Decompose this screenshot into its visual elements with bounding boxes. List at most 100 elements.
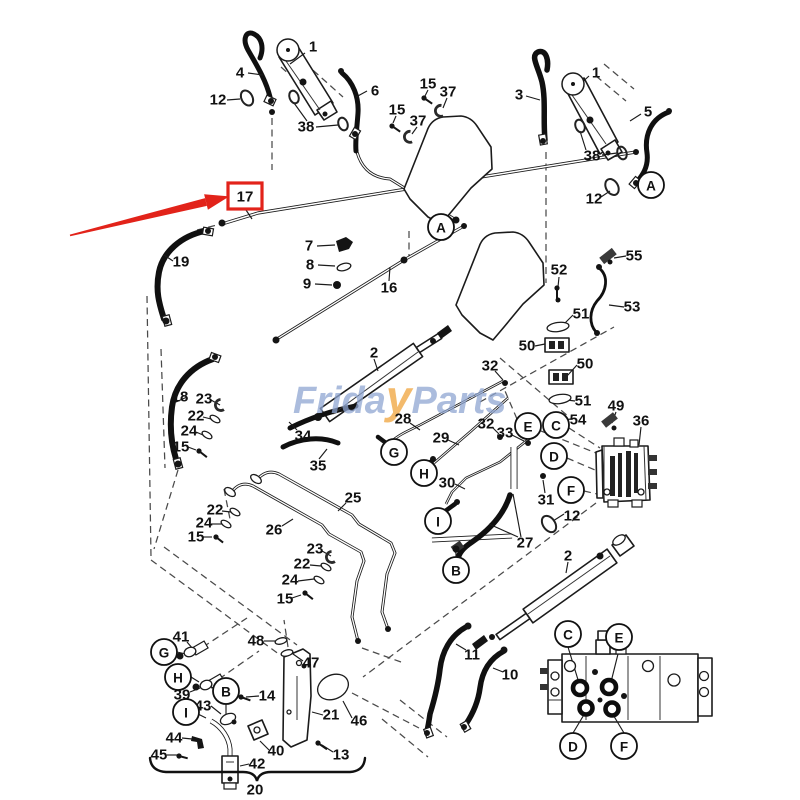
part-number-label: 36 xyxy=(633,413,650,430)
dashed-reference-line xyxy=(153,469,179,550)
o-ring-part xyxy=(239,89,255,107)
part-number-label: 24 xyxy=(181,423,198,440)
leader-line xyxy=(292,653,304,662)
dashed-reference-line xyxy=(381,718,429,758)
connection-callout-letter: C xyxy=(563,628,573,643)
component-outline xyxy=(316,100,338,121)
connection-callout-letter: B xyxy=(221,685,231,700)
round-part xyxy=(316,673,350,701)
component-outline xyxy=(548,369,574,385)
leader-line xyxy=(289,52,306,65)
fitting-bead xyxy=(301,663,307,669)
fitting-bead xyxy=(212,354,218,360)
leader-line xyxy=(608,304,625,308)
round-part xyxy=(199,679,213,691)
fitting-bead xyxy=(502,380,508,386)
component-outline xyxy=(221,755,239,784)
part-number-label: 24 xyxy=(282,572,299,589)
leader-line xyxy=(392,115,397,124)
leader-line xyxy=(388,266,391,282)
fitting-bead xyxy=(355,638,361,644)
fitting-part xyxy=(626,451,631,497)
hydraulic-hose xyxy=(167,356,216,462)
part-number-label: 40 xyxy=(268,743,285,760)
washer-part xyxy=(548,393,572,405)
part-number-label: 32 xyxy=(478,416,495,433)
fitting-bead xyxy=(174,460,182,468)
leader-line xyxy=(318,448,328,460)
round-part xyxy=(612,534,626,546)
leader-line xyxy=(245,695,260,698)
leader-line xyxy=(210,705,222,715)
clamp-part xyxy=(325,550,336,564)
dashed-reference-line xyxy=(595,75,627,102)
washer-part xyxy=(229,507,241,517)
fitting-bead xyxy=(594,330,600,336)
leader-line xyxy=(311,711,324,716)
hydraulic-tube-inner xyxy=(230,483,365,642)
part-number-label: 12 xyxy=(210,92,227,109)
fitting-part xyxy=(562,373,568,381)
detail-circle xyxy=(637,488,645,496)
part-number-label: 20 xyxy=(247,782,264,799)
highlight-leader xyxy=(245,209,253,220)
leader-line xyxy=(187,446,197,451)
valve-port xyxy=(577,699,595,717)
part-number-label: 24 xyxy=(196,515,213,532)
connection-callout-circle xyxy=(424,507,452,535)
connection-callout-letter: E xyxy=(523,420,532,435)
hydraulic-tube-inner xyxy=(356,151,457,221)
leader-line xyxy=(409,422,421,431)
fitting-bead xyxy=(586,116,594,124)
fitting-bead xyxy=(231,719,237,725)
dark-part xyxy=(437,325,452,339)
fitting-bead xyxy=(352,131,358,137)
part-number-label: 38 xyxy=(584,148,601,165)
fitting-bead xyxy=(400,256,408,264)
part-number-label: 22 xyxy=(207,502,224,519)
fitting-bead xyxy=(611,425,617,431)
dashed-reference-line xyxy=(351,692,420,729)
fitting-part xyxy=(607,499,619,508)
fitting-part xyxy=(558,341,564,349)
leader-line xyxy=(424,89,429,97)
part-number-label: 35 xyxy=(310,458,327,475)
detail-circle xyxy=(603,488,611,496)
part-number-label: 22 xyxy=(294,556,311,573)
part-number-label: 14 xyxy=(259,688,276,705)
detail-circle xyxy=(253,726,261,734)
fitting-bead xyxy=(424,730,430,736)
leader-line xyxy=(163,254,174,262)
part-number-label: 29 xyxy=(433,430,450,447)
o-ring-part xyxy=(574,118,586,134)
part-number-label: 15 xyxy=(389,102,406,119)
detail-circle xyxy=(641,659,655,673)
watermark-text: FridayParts xyxy=(293,371,507,423)
connection-callout-circle xyxy=(559,732,587,760)
part-number-label: 15 xyxy=(277,591,294,608)
connection-callout-letter: G xyxy=(389,446,400,461)
fitting-bead xyxy=(454,499,460,505)
leader-line xyxy=(293,102,308,122)
part-number-label: 28 xyxy=(395,411,412,428)
dashed-reference-line xyxy=(295,54,344,98)
fitting-bead xyxy=(497,434,503,440)
cylinder-cap-pin xyxy=(571,82,575,86)
part-number-label: 3 xyxy=(515,87,523,104)
leader-line xyxy=(239,763,250,767)
fitting-bead xyxy=(430,338,436,344)
component-outline xyxy=(547,659,563,715)
fitting-bead xyxy=(461,223,467,229)
round-part xyxy=(183,646,197,658)
fitting-bead xyxy=(322,111,328,117)
clamp-part xyxy=(214,398,225,412)
connection-callout-circle xyxy=(164,663,192,691)
dashed-reference-line xyxy=(499,357,570,418)
leader-line xyxy=(542,479,546,494)
part-number-label: 46 xyxy=(351,713,368,730)
fitting-bead xyxy=(205,228,211,234)
fitting-part xyxy=(629,439,639,448)
fitting-bead xyxy=(621,693,627,699)
round-part xyxy=(250,473,262,485)
part-number-label: 12 xyxy=(564,508,581,525)
